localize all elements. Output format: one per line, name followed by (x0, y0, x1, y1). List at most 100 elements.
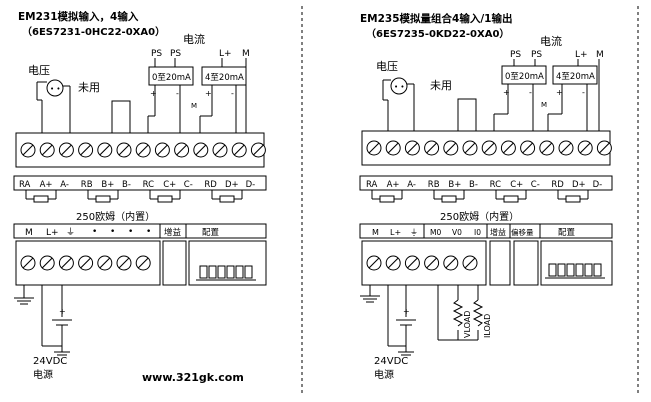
terminal-screw (462, 140, 478, 156)
terminal-label: D- (246, 180, 256, 190)
dip-switch (575, 263, 584, 277)
config-label: 配置 (202, 228, 220, 238)
terminal-screw (539, 140, 555, 156)
terminal-screw (78, 142, 94, 158)
terminal-screw (116, 142, 132, 158)
terminal-screw (97, 255, 113, 271)
range-4-20ma: 4至20mA (556, 72, 595, 82)
offset-label: 偏移量 (511, 227, 534, 237)
terminal-screw (135, 142, 151, 158)
dip-switch (226, 265, 235, 279)
terminal-screw (116, 255, 132, 271)
range-0-20ma: 0至20mA (505, 72, 544, 82)
em231-order-number: （6ES7231-0HC22-0XA0） (22, 25, 165, 38)
em231-panel: EM231模拟输入，4输入 （6ES7231-0HC22-0XA0） 电压 未用… (13, 10, 267, 381)
range-4-20ma: 4至20mA (205, 73, 244, 83)
nc-dot-1: • (92, 227, 97, 237)
nc-dot-4: • (146, 227, 151, 237)
dip-switch (217, 265, 226, 279)
terminal-screw (443, 140, 459, 156)
dip-switch (548, 263, 557, 277)
nc-dot-3: • (128, 227, 133, 237)
gain-label: 增益 (490, 227, 506, 237)
internal-resistor (211, 190, 243, 203)
iload-resistor (472, 299, 484, 327)
output-terminal-m0: M0 (430, 228, 441, 237)
terminal-label: RA (366, 180, 378, 190)
terminal-screw (20, 142, 36, 158)
ps-label-2: PS (531, 50, 542, 60)
lower-label-strip (13, 223, 267, 239)
terminal-screw (174, 142, 190, 158)
unused-input-jumper (457, 98, 477, 132)
em235-order-number: （6ES7235-0KD22-0XA0） (366, 27, 509, 40)
internal-resistor (25, 190, 57, 203)
gain-label: 增益 (164, 227, 182, 238)
terminal-screw (39, 142, 55, 158)
resistor-note: 250欧姆（内置） (76, 210, 155, 223)
current-label: 电流 (540, 34, 562, 48)
svg-text:-: - (582, 88, 585, 97)
nc-dot-2: • (110, 227, 115, 237)
range-0-20ma: 0至20mA (152, 73, 191, 83)
power-terminal-m: M (25, 228, 33, 238)
terminal-label: RD (204, 180, 217, 190)
terminal-screw (596, 140, 612, 156)
input-screw-row (20, 142, 266, 158)
power-screw-row (20, 255, 151, 271)
ps-label-1: PS (151, 49, 162, 59)
svg-text:-: - (176, 89, 179, 98)
dip-switch (584, 263, 593, 277)
svg-text:• •: • • (394, 83, 404, 91)
transmitter-4-20ma (552, 65, 598, 85)
unused-label: 未用 (430, 79, 452, 92)
dip-switches (196, 265, 256, 281)
power-terminal-ground: ⏚ (410, 228, 418, 237)
unused-label: 未用 (78, 81, 100, 94)
svg-text:-: - (231, 89, 234, 98)
terminal-screw (193, 142, 209, 158)
ps-label-1: PS (510, 50, 521, 60)
m-small-label: M (191, 102, 197, 110)
terminal-screw (424, 255, 440, 271)
terminal-label: C+ (510, 180, 523, 190)
terminal-label: C- (531, 180, 540, 190)
internal-resistor (87, 190, 119, 203)
svg-text:• •: • • (50, 85, 60, 93)
gain-potentiometer (162, 240, 187, 286)
em231-title: EM231模拟输入，4输入 (18, 10, 139, 23)
m-top-label: M (596, 50, 604, 60)
terminal-label: B+ (101, 180, 114, 190)
vload-resistor (452, 299, 464, 327)
transmitter-0-20ma (148, 66, 194, 86)
terminal-screw (443, 255, 459, 271)
terminal-label: RA (19, 180, 31, 190)
svg-text:+: + (503, 88, 510, 97)
voltage-source-symbol (46, 79, 64, 97)
dip-switch (199, 265, 208, 279)
watermark: www.321gk.com (142, 371, 244, 384)
lower-label-strip (359, 223, 613, 239)
terminal-screw (250, 142, 266, 158)
terminal-screw (520, 140, 536, 156)
terminal-screw (462, 255, 478, 271)
dip-switch (208, 265, 217, 279)
svg-text:+: + (556, 88, 563, 97)
gain-potentiometer (489, 240, 511, 286)
terminal-screw (385, 140, 401, 156)
em235-panel: EM235模拟量组合4输入/1输出 （6ES7235-0KD22-0XA0） 电… (359, 12, 613, 381)
terminal-label: RC (490, 180, 501, 190)
em235-title: EM235模拟量组合4输入/1输出 (360, 12, 513, 25)
offset-potentiometer (513, 240, 539, 286)
terminal-screw (385, 255, 401, 271)
vload-label: VLOAD (463, 311, 472, 338)
terminal-label: B- (469, 180, 478, 190)
terminal-screw (58, 255, 74, 271)
terminal-screw (20, 255, 36, 271)
supply-voltage: 24VDC (33, 356, 67, 367)
voltage-label: 电压 (28, 64, 50, 77)
terminal-label: RB (428, 180, 440, 190)
terminal-label: B- (122, 180, 131, 190)
terminal-label: D- (593, 180, 603, 190)
